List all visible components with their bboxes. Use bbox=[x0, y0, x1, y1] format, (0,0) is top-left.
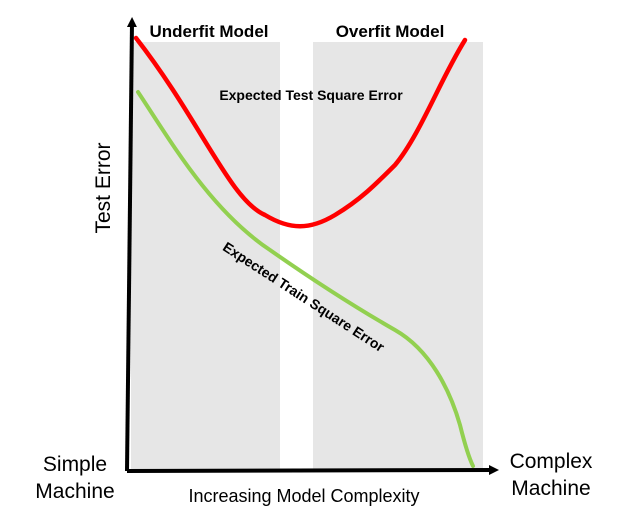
overfit-model-label: Overfit Model bbox=[336, 22, 445, 41]
underfit-model-label: Underfit Model bbox=[150, 22, 269, 41]
x-max-label-line1: Complex bbox=[510, 450, 593, 473]
test-error-label: Expected Test Square Error bbox=[219, 87, 403, 103]
x-axis bbox=[126, 465, 499, 476]
x-axis-label: Increasing Model Complexity bbox=[188, 486, 419, 506]
x-min-label-line2: Machine bbox=[35, 480, 114, 503]
x-min-label-line1: Simple bbox=[43, 453, 107, 476]
test-error-curve bbox=[133, 35, 468, 229]
underfit-region bbox=[131, 42, 280, 470]
train-error-curve bbox=[136, 90, 475, 468]
y-axis-label: Test Error bbox=[92, 142, 115, 233]
overfit-region bbox=[313, 42, 483, 470]
x-max-label-line2: Machine bbox=[511, 477, 590, 500]
y-axis bbox=[125, 17, 137, 472]
